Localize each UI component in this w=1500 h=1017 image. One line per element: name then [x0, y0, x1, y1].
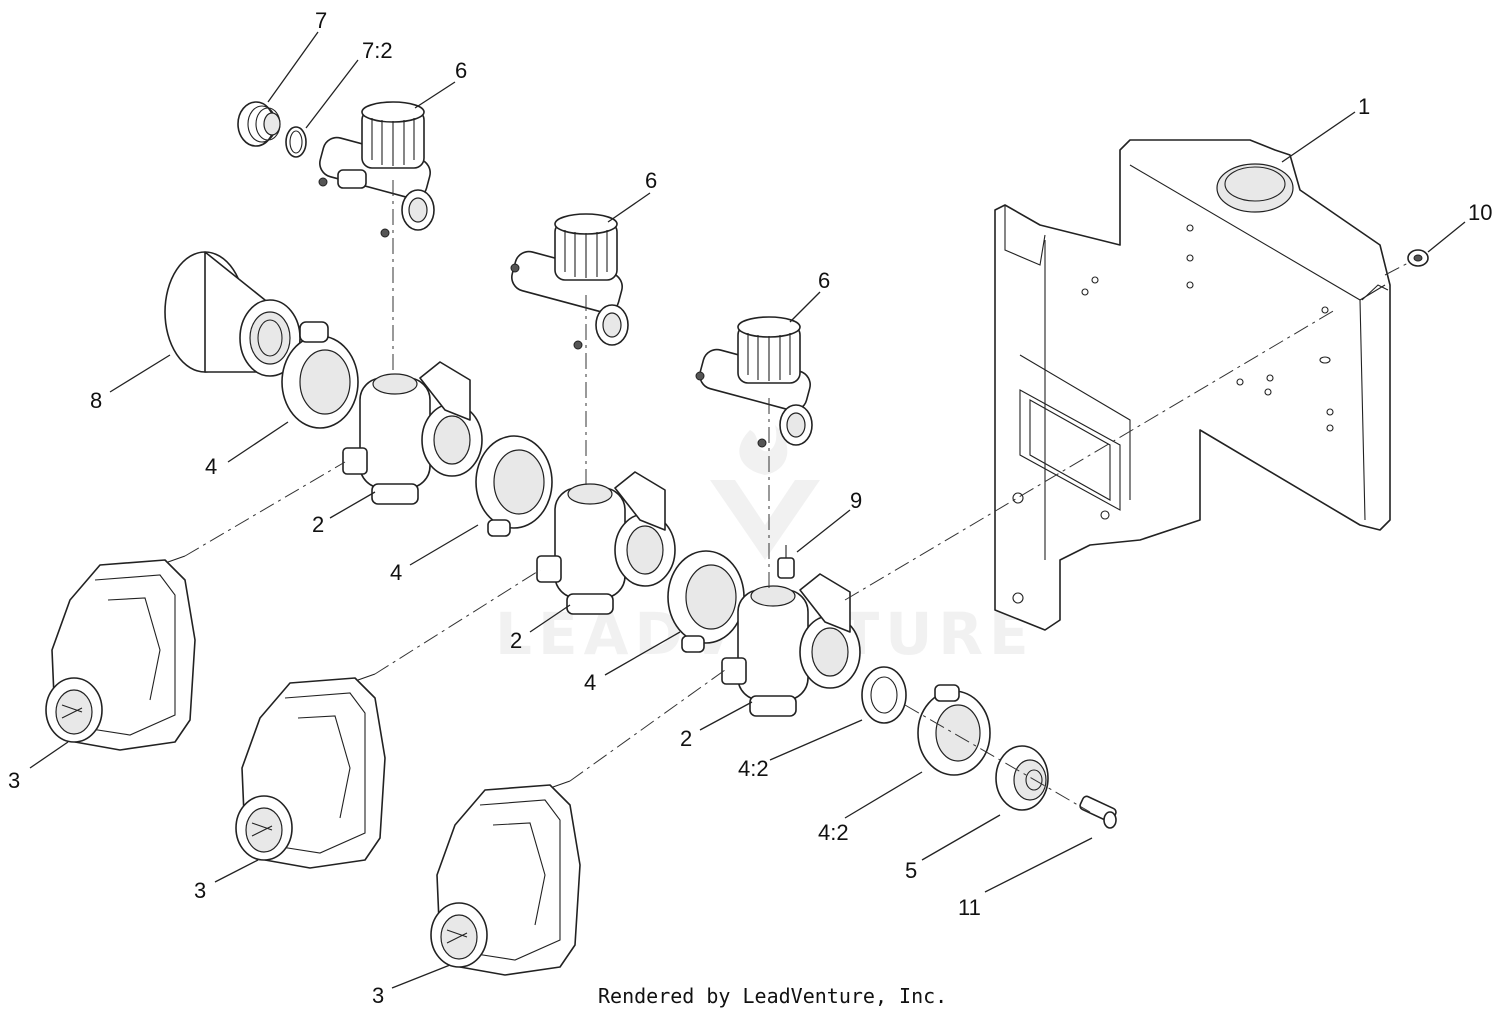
callout-3-right: 3 — [372, 983, 385, 1008]
credit-text: Rendered by LeadVenture, Inc. — [598, 984, 948, 1008]
callout-7-2: 7:2 — [362, 38, 393, 63]
callout-3-left: 3 — [8, 768, 21, 793]
valve-part-6-right — [695, 316, 813, 448]
callout-10: 10 — [1468, 200, 1493, 225]
end-cap-part-8 — [164, 251, 301, 377]
clamp-part-4-2 — [917, 684, 991, 776]
gasket-part-4-2 — [861, 666, 907, 724]
callout-4-right: 4 — [584, 670, 597, 695]
o-ring-part-7-2 — [285, 126, 307, 158]
callout-2-middle: 2 — [510, 628, 523, 653]
leadventure-logo-watermark — [710, 425, 820, 560]
callout-6-top: 6 — [455, 58, 468, 83]
callout-6-middle: 6 — [645, 168, 658, 193]
valve-part-6-middle — [510, 213, 629, 350]
cap-part-5 — [995, 745, 1049, 811]
clamp-part-4-middle — [475, 435, 553, 537]
callout-3-middle: 3 — [194, 878, 207, 903]
callout-7: 7 — [315, 8, 328, 33]
callout-5: 5 — [905, 858, 918, 883]
leader-lines — [29, 31, 1466, 989]
callout-4-middle: 4 — [390, 560, 403, 585]
callout-9: 9 — [850, 488, 863, 513]
callout-4-2-clamp: 4:2 — [818, 820, 849, 845]
plug-part-7 — [237, 101, 281, 147]
fitting-part-11 — [1079, 795, 1117, 829]
bolt-part-9 — [777, 545, 795, 579]
motor-part-3-middle — [235, 673, 386, 869]
center-lines — [184, 180, 1411, 813]
manifold-part-2-right — [721, 573, 861, 717]
callout-4-left: 4 — [205, 454, 218, 479]
motor-part-3-right — [430, 780, 581, 976]
manifold-part-2-left — [342, 361, 483, 505]
callout-6-right: 6 — [818, 268, 831, 293]
valve-part-6-top — [318, 101, 435, 238]
callout-2-left: 2 — [312, 512, 325, 537]
callout-4-2-gasket: 4:2 — [738, 756, 769, 781]
callout-1: 1 — [1358, 94, 1371, 119]
callout-2-right: 2 — [680, 726, 693, 751]
clamp-part-4-right — [667, 550, 745, 653]
callout-8: 8 — [90, 388, 103, 413]
nut-part-10 — [1407, 249, 1429, 267]
bracket-part-1 — [994, 139, 1391, 631]
manifold-part-2-middle — [536, 471, 676, 615]
motor-part-3-left — [45, 555, 196, 751]
callout-11: 11 — [958, 895, 981, 920]
clamp-part-4-left — [281, 321, 359, 429]
